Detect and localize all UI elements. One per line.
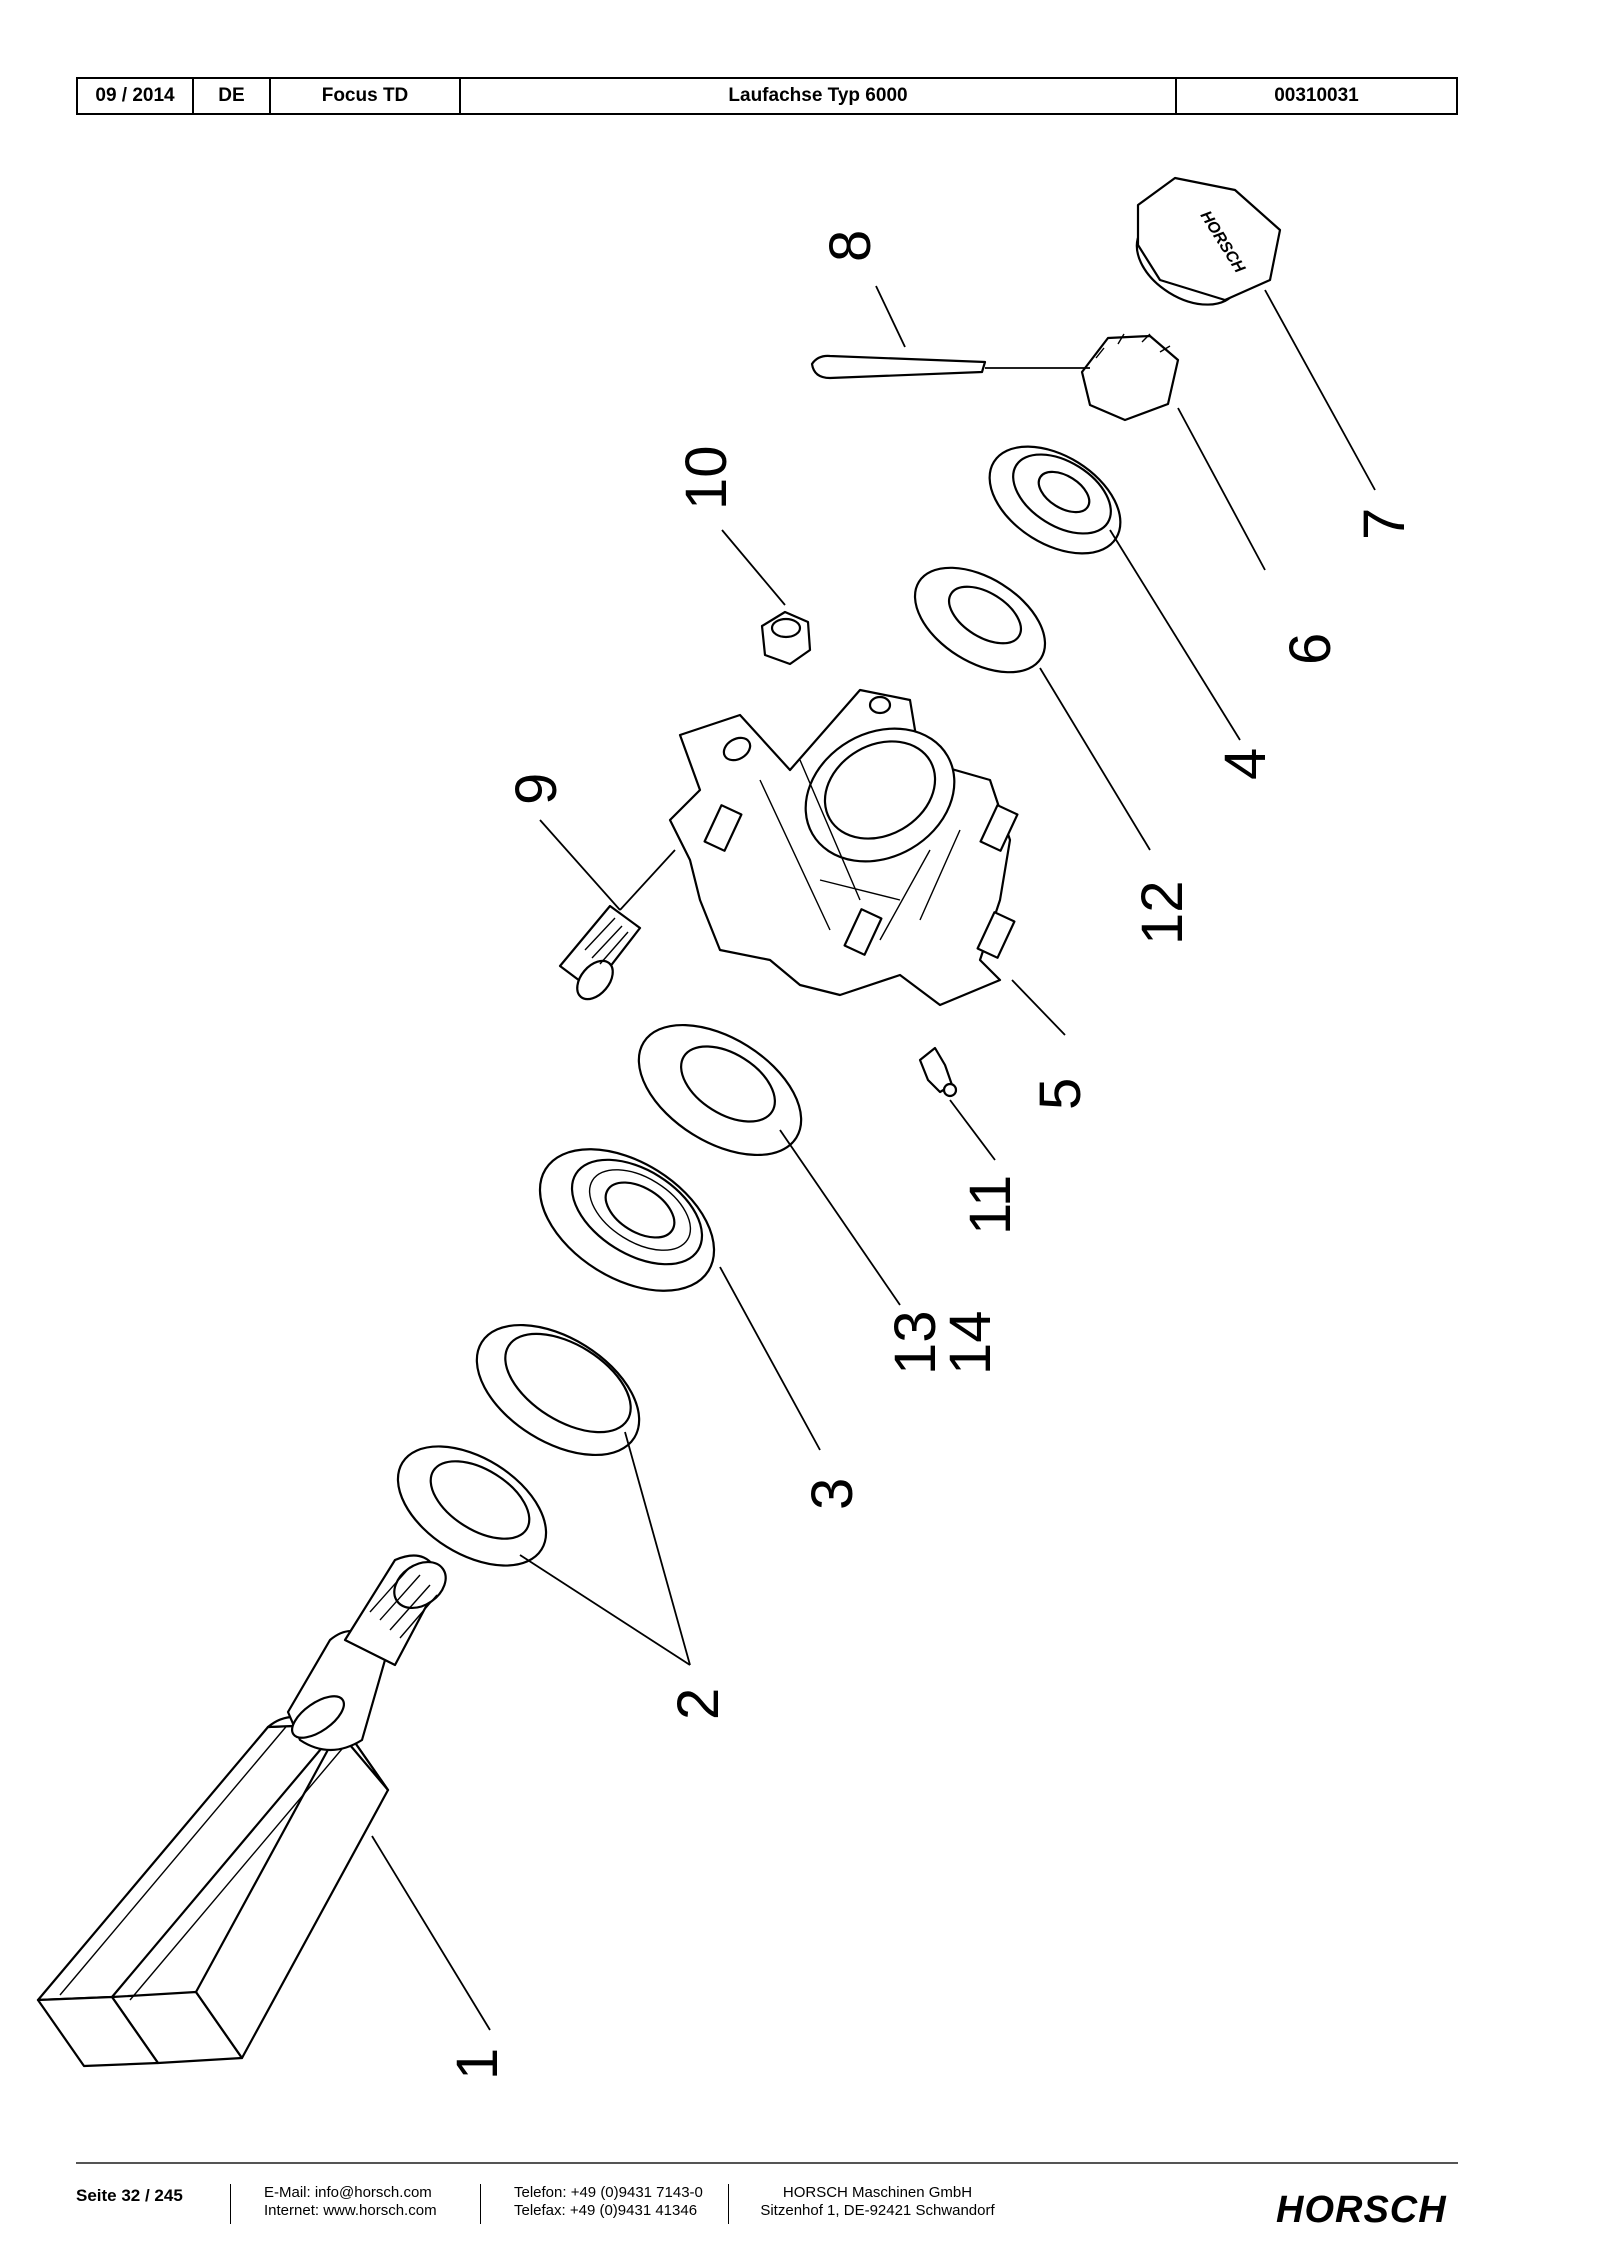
callout-10: 10: [674, 445, 739, 510]
part-hub-cap: HORSCH: [1135, 176, 1282, 306]
header-title: Laufachse Typ 6000: [461, 79, 1177, 113]
part-bearing-inner: [538, 1148, 716, 1292]
header-table: 09 / 2014 DE Focus TD Laufachse Typ 6000…: [76, 77, 1458, 115]
part-seal-12: [913, 566, 1047, 674]
callout-1: 1: [445, 2048, 510, 2080]
part-stud-bolt-9: [558, 904, 642, 1001]
footer-internet: Internet: www.horsch.com: [264, 2202, 437, 2219]
part-axle-shaft: [36, 1554, 447, 2068]
callout-3: 3: [800, 1478, 865, 1510]
part-grease-nipple-11: [918, 1046, 958, 1098]
header-date: 09 / 2014: [78, 79, 194, 113]
footer-email: E-Mail: info@horsch.com: [264, 2184, 432, 2201]
callout-8: 8: [818, 230, 883, 262]
callout-6: 6: [1278, 633, 1343, 665]
leader-lines: [371, 285, 1376, 2031]
horsch-logo: HORSCH: [1276, 2189, 1447, 2230]
exploded-view-drawing: HORSCH 1 2 3 4 5 6 7 8 9 10 11 12 13 14: [36, 176, 1417, 2080]
footer-company-block: HORSCH Maschinen GmbH Sitzenhof 1, DE-92…: [760, 2184, 995, 2220]
footer-separator: [728, 2184, 729, 2224]
callout-numbers: 1 2 3 4 5 6 7 8 9 10 11 12 13 14: [445, 230, 1417, 2080]
header-model: Focus TD: [271, 79, 461, 113]
footer-address: Sitzenhof 1, DE-92421 Schwandorf: [760, 2202, 995, 2219]
part-seal-rings: [396, 1323, 641, 1567]
part-bearing-outer: [988, 445, 1122, 555]
footer-phone: Telefon: +49 (0)9431 7143-0: [514, 2184, 703, 2201]
callout-12: 12: [1130, 880, 1195, 945]
header-language: DE: [194, 79, 271, 113]
header-doc-number: 00310031: [1274, 85, 1359, 106]
part-cotter-pin: [810, 354, 1090, 380]
footer-contact-web: E-Mail: info@horsch.com Internet: www.ho…: [264, 2184, 437, 2220]
callout-2: 2: [666, 1688, 731, 1720]
callout-11: 11: [958, 1175, 1023, 1235]
callout-9: 9: [504, 773, 569, 805]
part-wheel-hub: [668, 688, 1019, 1007]
page-number: Seite 32 / 245: [76, 2186, 183, 2205]
part-castle-nut: [1080, 333, 1180, 422]
footer-separator: [480, 2184, 481, 2224]
callout-4: 4: [1213, 748, 1278, 780]
footer-company: HORSCH Maschinen GmbH: [782, 2184, 973, 2201]
footer-contact-phone: Telefon: +49 (0)9431 7143-0 Telefax: +49…: [514, 2184, 703, 2220]
callout-14: 14: [938, 1310, 1003, 1375]
callout-7: 7: [1352, 508, 1417, 540]
part-seal-13-14: [637, 1023, 803, 1157]
part-nut-10: [760, 610, 812, 666]
horsch-logo-text: HORSCH: [1276, 2189, 1447, 2230]
footer-divider: [76, 2162, 1458, 2164]
callout-5: 5: [1028, 1078, 1093, 1110]
callout-13: 13: [883, 1310, 948, 1375]
footer-fax: Telefax: +49 (0)9431 41346: [514, 2202, 698, 2219]
footer-separator: [230, 2184, 231, 2224]
